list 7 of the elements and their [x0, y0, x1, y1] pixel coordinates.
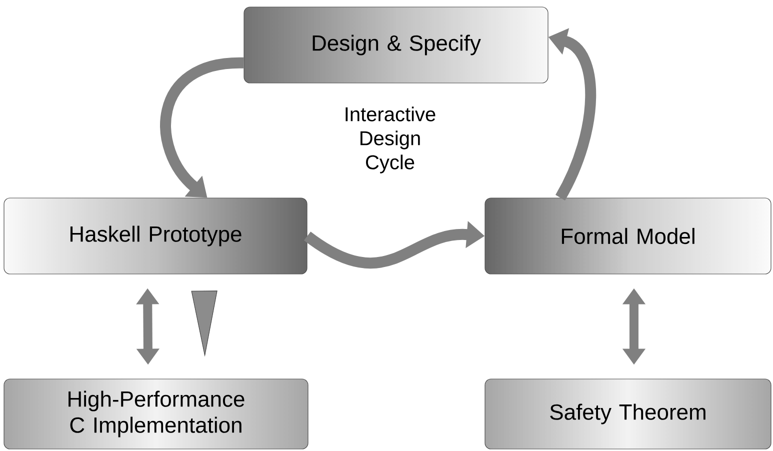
- process-box: Safety Theorem: [484, 378, 772, 450]
- process-box: Design & Specify: [244, 6, 548, 84]
- process-box: High-Performance C Implementation: [4, 378, 308, 450]
- process-box: Formal Model: [484, 198, 772, 274]
- cycle-label: Interactive Design Cycle: [346, 106, 436, 174]
- arrow: [191, 290, 218, 356]
- process-box: Haskell Prototype: [4, 198, 308, 274]
